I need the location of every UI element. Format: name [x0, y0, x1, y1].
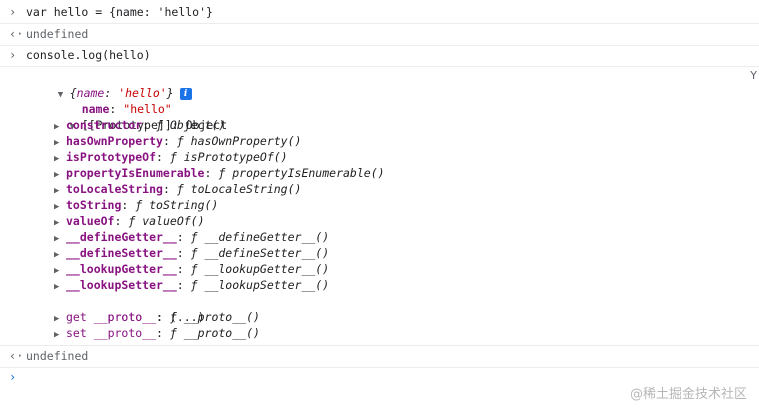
expanded-triangle-icon[interactable]: ▼ — [57, 90, 64, 100]
collapsed-triangle-icon[interactable]: ▶ — [54, 154, 60, 164]
prototype-member-row[interactable]: ▶__lookupSetter__: ƒ __lookupSetter__() — [54, 277, 329, 293]
result-value: undefined — [26, 27, 89, 41]
accessor-row[interactable]: ▶set __proto__: ƒ __proto__() — [54, 325, 260, 341]
property-name: name: "hello" — [81, 102, 172, 116]
console-result-line: ‹· undefined — [0, 345, 759, 368]
result-arrow-icon: ‹· — [9, 349, 24, 363]
console-input-line: › var hello = {name: 'hello'} — [0, 2, 759, 24]
collapsed-triangle-icon[interactable]: ▶ — [54, 202, 60, 212]
prompt-chevron-icon: › — [9, 370, 17, 384]
input-chevron-icon: › — [9, 5, 17, 19]
collapsed-triangle-icon[interactable]: ▶ — [54, 330, 60, 340]
result-arrow-icon: ‹· — [9, 27, 24, 41]
prototype-member-row[interactable]: ▶__defineGetter__: ƒ __defineGetter__() — [54, 229, 329, 245]
console-prompt[interactable]: › — [0, 367, 759, 388]
collapsed-triangle-icon[interactable]: ▶ — [54, 122, 60, 132]
input-code[interactable]: var hello = {name: 'hello'} — [26, 5, 213, 19]
console-input-line: › console.log(hello) — [0, 45, 759, 67]
accessor-row[interactable]: ▶get __proto__: ƒ __proto__() — [54, 309, 260, 325]
prototype-member-row[interactable]: ▶__lookupGetter__: ƒ __lookupGetter__() — [54, 261, 329, 277]
result-value: undefined — [26, 349, 89, 363]
collapsed-triangle-icon[interactable]: ▶ — [54, 186, 60, 196]
collapsed-triangle-icon[interactable]: ▶ — [54, 266, 60, 276]
prototype-member-row[interactable]: ▶valueOf: ƒ valueOf() — [54, 213, 205, 229]
collapsed-triangle-icon[interactable]: ▶ — [54, 234, 60, 244]
prototype-member-row[interactable]: ▶hasOwnProperty: ƒ hasOwnProperty() — [54, 133, 301, 149]
prototype-member-row[interactable]: ▶toLocaleString: ƒ toLocaleString() — [54, 181, 301, 197]
collapsed-triangle-icon[interactable]: ▶ — [54, 250, 60, 260]
prototype-member-row[interactable]: ▶propertyIsEnumerable: ƒ propertyIsEnume… — [54, 165, 385, 181]
proto-getter-row[interactable]: __proto__: (...) — [93, 310, 205, 324]
console-result-line: ‹· undefined — [0, 24, 759, 46]
source-link[interactable]: Y — [750, 69, 757, 82]
input-chevron-icon: › — [9, 48, 17, 62]
collapsed-triangle-icon[interactable]: ▶ — [54, 138, 60, 148]
prototype-member-row[interactable]: ▶toString: ƒ toString() — [54, 197, 218, 213]
prototype-member-row[interactable]: ▶constructor: ƒ Object() — [54, 117, 225, 133]
collapsed-triangle-icon[interactable]: ▶ — [54, 170, 60, 180]
collapsed-triangle-icon[interactable]: ▶ — [54, 282, 60, 292]
info-icon[interactable]: i — [179, 87, 192, 100]
prototype-row[interactable]: ▼[[Prototype]]: Object — [42, 101, 227, 132]
prototype-member-row[interactable]: ▶isPrototypeOf: ƒ isPrototypeOf() — [54, 149, 288, 165]
input-code[interactable]: console.log(hello) — [26, 48, 151, 62]
prototype-member-row[interactable]: ▶__defineSetter__: ƒ __defineSetter__() — [54, 245, 329, 261]
object-preview[interactable]: ▼{name: 'hello'}i — [30, 69, 192, 100]
watermark: @稀土掘金技术社区 — [629, 387, 747, 402]
collapsed-triangle-icon[interactable]: ▶ — [54, 218, 60, 228]
collapsed-triangle-icon[interactable]: ▶ — [54, 314, 60, 324]
expanded-triangle-icon[interactable]: ▼ — [69, 122, 76, 132]
